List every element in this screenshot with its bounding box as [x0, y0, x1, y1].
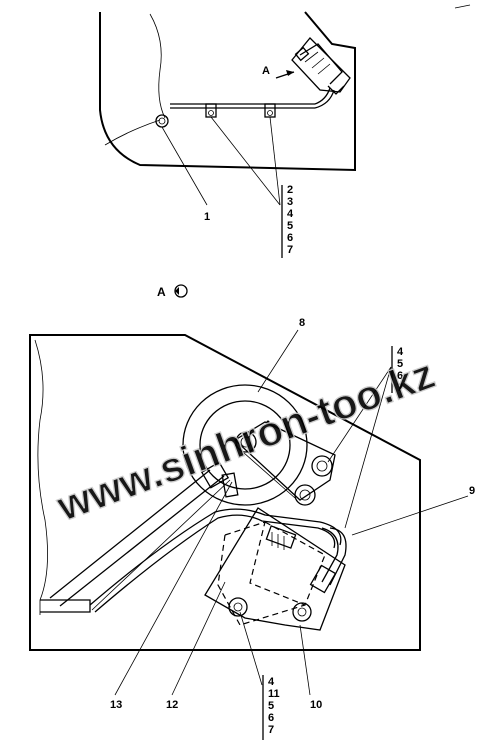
sensor-module [291, 37, 351, 95]
callout-1: 1 [204, 211, 210, 223]
callout-13: 13 [110, 699, 122, 711]
stack-top: 2 3 4 5 6 7 [287, 184, 294, 256]
bottom-view: 8 9 13 12 10 4 5 6 7 4 11 5 6 7 [29, 317, 475, 740]
stack-right-0: 4 [397, 346, 404, 358]
corner-mark [454, 4, 471, 9]
view-arrow-label: A [262, 65, 270, 77]
stack-top-1: 3 [287, 196, 293, 208]
callout-8: 8 [299, 317, 305, 329]
stack-top-0: 2 [287, 184, 293, 196]
stack-bottom-3: 6 [268, 712, 274, 724]
bolt-lower [294, 484, 316, 506]
stack-top-3: 5 [287, 220, 293, 232]
view-a-heading: A [157, 284, 188, 299]
pulley [182, 384, 308, 506]
leader-13 [114, 481, 233, 696]
top-view: A 1 2 3 4 5 6 7 [99, 11, 356, 258]
stack-bottom-4: 7 [268, 724, 274, 736]
stack-right: 4 5 6 7 [397, 346, 404, 394]
stack-right-1: 5 [397, 358, 403, 370]
stack-bottom: 4 11 5 6 7 [268, 676, 280, 736]
leader-12 [171, 581, 226, 696]
bolt-upper [311, 455, 333, 477]
stack-top-2: 4 [287, 208, 294, 220]
stack-bottom-2: 5 [268, 700, 274, 712]
stack-bottom-0: 4 [268, 676, 275, 688]
leader-9 [351, 495, 469, 536]
clamp-block-1 [200, 461, 230, 489]
stack-top-5: 7 [287, 244, 293, 256]
leader-10 [299, 624, 311, 696]
callout-9: 9 [469, 485, 475, 497]
view-arrow-a: A [262, 65, 295, 79]
stack-right-2: 6 [397, 370, 403, 382]
fork-connector [309, 564, 337, 594]
clamp-block-2 [221, 472, 239, 498]
leader-8 [257, 329, 299, 393]
view-label: A [157, 285, 166, 299]
stack-top-4: 6 [287, 232, 293, 244]
callout-12: 12 [166, 699, 178, 711]
sensor-plate [204, 507, 346, 631]
callout-10: 10 [310, 699, 322, 711]
stack-bottom-1: 11 [268, 688, 280, 700]
stack-right-3: 7 [397, 382, 403, 394]
